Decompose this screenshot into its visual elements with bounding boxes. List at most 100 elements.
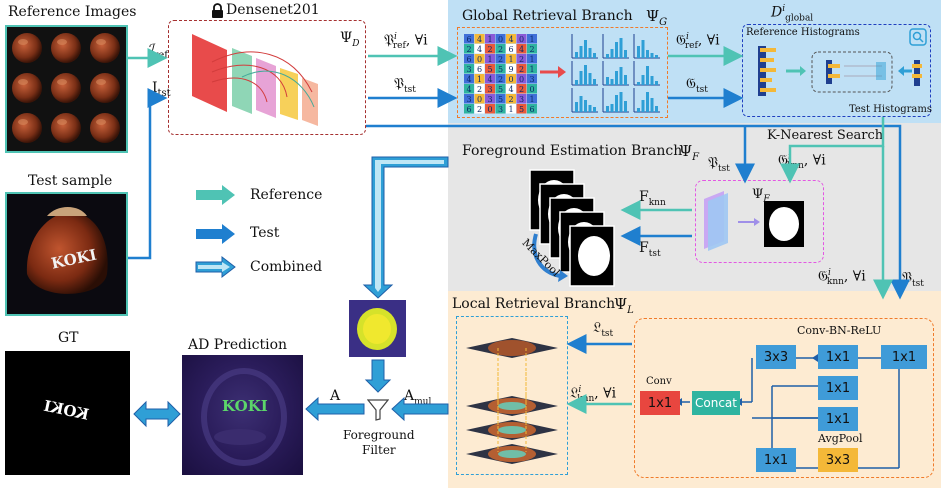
local-feature-layer	[466, 420, 558, 440]
local-feature-layer	[466, 338, 558, 358]
psi-f-symbol: ΨF	[679, 142, 700, 163]
l-knn-label: 𝔏iknn, ∀i	[570, 385, 617, 405]
mini-histogram	[602, 34, 629, 59]
mini-histogram-bar	[606, 77, 609, 85]
grid-cell	[506, 54, 516, 64]
test-to-densenet-edge	[128, 88, 168, 260]
grid-digit: 4	[477, 35, 482, 44]
grid-cell	[527, 34, 537, 44]
mini-histogram	[571, 61, 598, 86]
mini-histogram	[633, 88, 660, 113]
gt-text: KOKI	[42, 397, 91, 424]
grid-digit: 4	[519, 45, 524, 54]
mini-histogram-bar	[637, 108, 640, 112]
reference-hazelnut	[12, 73, 42, 103]
reference-histogram-stack	[758, 46, 776, 96]
mini-histogram-bar	[606, 106, 609, 112]
grid-digit: 3	[519, 95, 524, 104]
grid-cell	[527, 44, 537, 54]
a-mul-label: Amul	[404, 388, 432, 407]
grid-cell	[464, 34, 474, 44]
conv-bn-relu-label: Conv-BN-ReLU	[797, 324, 882, 337]
p-tst-label: 𝔓tst	[394, 76, 416, 95]
grid-digit: 0	[519, 75, 524, 84]
gt-title: GT	[58, 330, 79, 346]
mini-histogram	[602, 88, 629, 113]
input-1x1-block: 1x1	[881, 345, 927, 369]
grid-digit: 1	[530, 55, 535, 64]
histogram-matching-illustration	[758, 46, 922, 96]
mini-histogram-bar	[619, 38, 623, 58]
grid-digit: 2	[530, 45, 535, 54]
mini-histogram-bar	[575, 80, 578, 85]
mini-histogram-bar	[624, 50, 627, 58]
foreground-branch-title: Foreground Estimation Branch	[462, 143, 683, 159]
grid-cell	[464, 64, 474, 74]
grid-cell	[464, 94, 474, 104]
grid-cell	[495, 84, 506, 94]
mini-histogram-bar	[637, 46, 640, 58]
mini-histogram-bar	[584, 40, 587, 58]
grid-cell	[516, 94, 527, 104]
grid-digit: 0	[488, 105, 493, 114]
densenet-backbone-box	[168, 20, 366, 135]
mini-histogram	[633, 34, 660, 59]
mini-histogram-bar	[606, 54, 609, 58]
avgpool-label: AvgPool	[818, 432, 863, 445]
grid-to-hist-arrow	[540, 66, 566, 78]
gt-image	[5, 351, 130, 475]
grid-cell	[474, 84, 485, 94]
local-branch-title: Local Retrieval Branch	[452, 296, 616, 312]
foreground-feature-map	[569, 225, 615, 287]
f-tst-label: Ftst	[639, 240, 661, 259]
grid-cell	[485, 34, 495, 44]
local-feature-layer	[466, 396, 558, 416]
legend-test-label: Test	[250, 225, 280, 241]
legend-reference-arrow	[196, 185, 235, 205]
grid-digit: 5	[498, 95, 503, 104]
grid-digit: 1	[530, 65, 535, 74]
grid-cell	[464, 44, 474, 54]
grid-digit: 2	[498, 45, 503, 54]
grid-cell	[516, 74, 527, 84]
grid-digit: 1	[488, 35, 493, 44]
mini-histogram-bar	[646, 66, 649, 85]
mini-histogram-bar	[588, 73, 592, 85]
mini-histogram-bar	[579, 96, 583, 112]
grid-digit: 2	[519, 65, 524, 74]
grid-cell	[474, 74, 485, 84]
branch-1x1-a-block: 1x1	[818, 345, 858, 369]
mini-histogram-bar	[610, 49, 614, 58]
local-module-box	[634, 318, 934, 478]
mini-histogram-bar	[610, 104, 614, 112]
grid-digit: 6	[477, 65, 482, 74]
ad-heat-text: KOKI	[222, 397, 268, 415]
reference-images-grid	[12, 33, 120, 143]
branch-1x1-b-block: 1x1	[818, 376, 858, 400]
grid-digit: 3	[467, 65, 472, 74]
combined-foreground-to-mask-arrow	[362, 156, 449, 299]
grid-digit: 5	[498, 65, 503, 74]
mini-histogram-bar	[593, 107, 596, 112]
mini-histogram-bar	[588, 48, 592, 58]
grid-digit: 3	[530, 75, 535, 84]
test-sample-title: Test sample	[28, 173, 113, 189]
gt-ad-double-arrow	[133, 400, 181, 428]
legend-test-arrow	[196, 224, 235, 244]
local-feature-pyramid	[466, 338, 558, 464]
reference-hazelnut	[90, 73, 120, 103]
g-tst-label: 𝔊tst	[686, 76, 708, 95]
mini-histogram-bar	[641, 40, 645, 58]
mini-histogram-bar	[655, 55, 658, 58]
mini-histogram-bar	[610, 79, 614, 85]
grid-cell	[506, 104, 516, 114]
grid-digit: 2	[519, 85, 524, 94]
grid-cell	[516, 84, 527, 94]
mini-histogram-bar	[593, 79, 596, 85]
grid-digit: 2	[477, 85, 482, 94]
branch-1x1-c-block: 1x1	[818, 407, 858, 431]
legend-combined-arrow	[195, 255, 236, 279]
mini-histogram-bar	[615, 42, 618, 58]
grid-digit: 4	[509, 35, 514, 44]
reference-hazelnut	[51, 33, 81, 63]
